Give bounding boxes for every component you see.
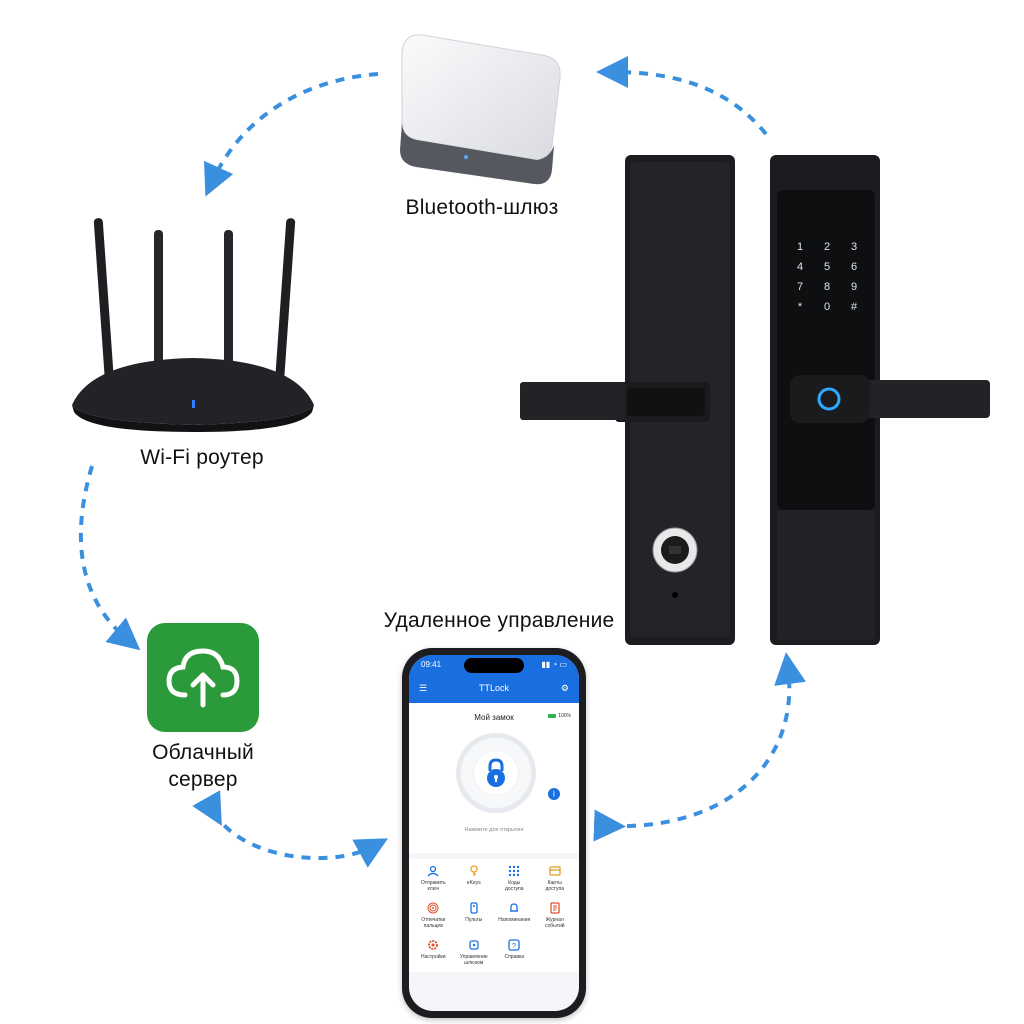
keypad-key[interactable]: 1 [797,241,803,253]
menu-item[interactable]: Управление шлюзом [454,939,495,966]
menu-item-label: Журнал событий [544,917,565,929]
smart-door-lock-device: 1 2 3 4 5 6 7 8 9 * 0 # [520,155,990,645]
cloud-upload-icon [166,647,240,707]
arrow-gateway-to-router [204,72,379,197]
menu-item-label: Управление шлюзом [459,954,488,966]
menu-item[interactable]: Напоминания [494,902,535,929]
lock-name: Мой замок [474,713,514,722]
keypad-key[interactable]: 3 [851,241,857,253]
app-header: ☰ TTLock ⚙ [409,673,579,703]
menu-item[interactable]: Коды доступа [494,865,535,892]
arrow-router-to-cloud [78,465,141,651]
user-share-icon [427,865,439,877]
arrow-lock-to-gateway [596,56,768,136]
log-icon [549,902,561,914]
arrow-cloud-phone [192,790,389,868]
gear-icon [427,939,439,951]
menu-item[interactable]: eKeys [454,865,495,892]
keypad-key[interactable]: 5 [824,261,830,273]
card-icon [549,865,561,877]
menu-item-label: Отправить ключ [420,880,446,892]
menu-item-label: Карты доступа [545,880,565,892]
menu-item-label: Пульты [465,917,483,923]
phone-screen: 09:41 ▮▮ ◔ ▭ ☰ TTLock ⚙ Мой замок 100% [409,655,579,1011]
keypad-key[interactable]: # [851,301,858,313]
menu-item-label: Настройки [420,954,446,960]
menu-item[interactable]: Отпечатки пальцев [413,902,454,929]
padlock-icon [487,758,505,787]
menu-icon[interactable]: ☰ [419,682,428,693]
fingerprint-icon [427,902,439,914]
remote-icon [468,902,480,914]
battery-indicator: 100% [548,713,571,719]
key-icon [468,865,480,877]
keypad-key[interactable]: 8 [824,281,830,293]
menu-item-label: Коды доступа [504,880,524,892]
menu-item[interactable]: Отправить ключ [413,865,454,892]
menu-item-label: Справка [504,954,525,960]
bluetooth-icon: ᛒ [548,788,560,800]
cloud-label-line1: Облачный [152,741,254,764]
menu-item[interactable]: Журнал событий [535,902,576,929]
menu-item-label: Напоминания [498,917,531,923]
arrow-phone-lock [593,652,806,842]
menu-item[interactable]: Пульты [454,902,495,929]
keypad-icon [508,865,520,877]
help-icon: ? [508,939,520,951]
keypad-key[interactable]: 6 [851,261,857,273]
cloud-label-line2: сервер [168,768,238,791]
keypad-key[interactable]: 7 [797,281,803,293]
menu-item[interactable]: Карты доступа [535,865,576,892]
menu-item[interactable]: ? Справка [494,939,535,966]
unlock-button[interactable] [474,751,518,795]
status-time: 09:41 [421,659,442,669]
signal-wifi-battery-icon: ▮▮ ◔ ▭ [541,659,567,669]
wifi-router-device [72,218,314,432]
cloud-server-tile [147,623,259,732]
phone-notch [464,658,524,673]
unlock-hint: Нажмите для открытия [464,827,524,833]
keypad-key[interactable]: * [798,301,803,313]
menu-item-label: Отпечатки пальцев [421,917,446,929]
keypad-key[interactable]: 4 [797,261,803,273]
settings-gear-icon[interactable]: ⚙ [560,682,569,693]
gateway-icon [468,939,480,951]
keypad-key[interactable]: 0 [824,301,830,313]
unlock-ring[interactable] [456,733,536,813]
lock-keypad: 1 2 3 4 5 6 7 8 9 * 0 # [797,241,858,313]
app-title: TTLock [478,683,509,693]
remote-control-label: Удаленное управление [383,609,615,632]
bluetooth-gateway-device [400,34,561,185]
battery-icon [548,714,557,718]
battery-level: 100% [558,713,571,719]
gateway-label: Bluetooth-шлюз [405,196,559,219]
smartphone: 09:41 ▮▮ ◔ ▭ ☰ TTLock ⚙ Мой замок 100% [402,648,586,1018]
router-label: Wi-Fi роутер [140,446,264,469]
menu-item[interactable]: Настройки [413,939,454,966]
svg-text:?: ? [512,943,516,950]
keypad-key[interactable]: 2 [824,241,830,253]
feature-menu: Отправить ключ eKeys Коды доступа Карты дос… [409,859,579,972]
lock-card: Мой замок 100% ᛒ Нажмите для открытия [409,703,579,853]
bell-icon [508,902,520,914]
menu-item-label: eKeys [466,880,481,886]
keypad-key[interactable]: 9 [851,281,857,293]
